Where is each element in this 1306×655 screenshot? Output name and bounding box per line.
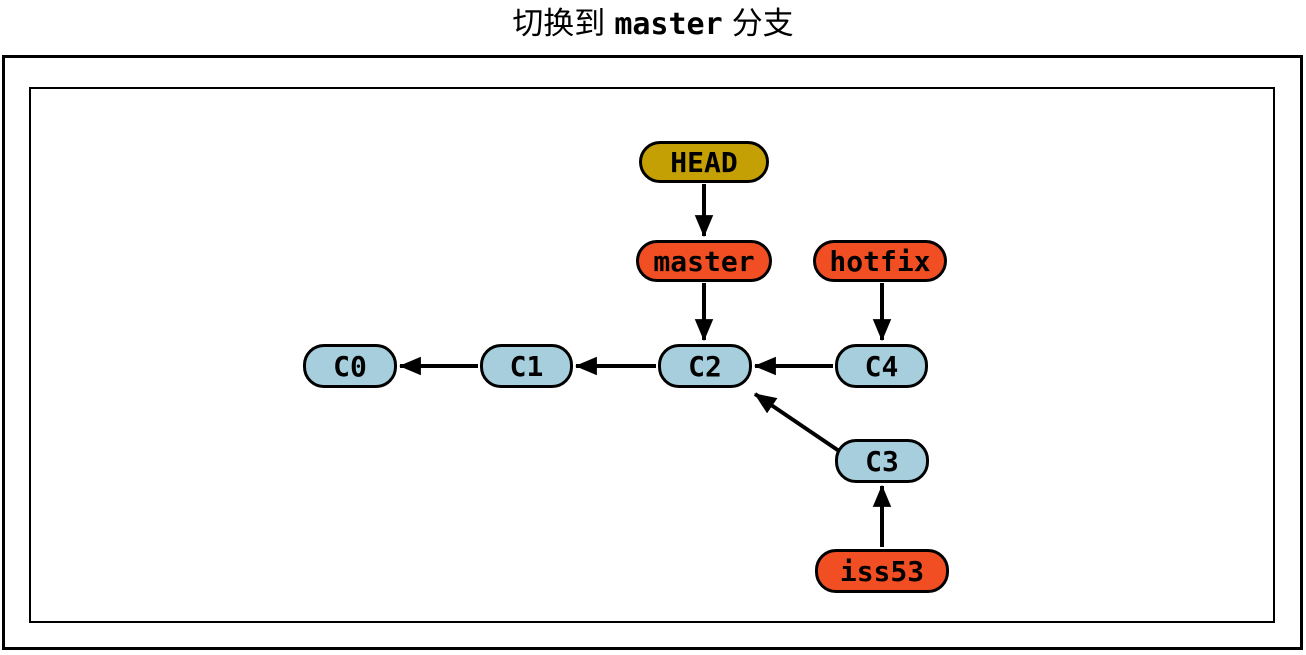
node-c3: C3 [835, 439, 929, 483]
node-c0-label: C0 [333, 349, 367, 383]
node-iss53: iss53 [815, 549, 949, 593]
node-head-label: HEAD [670, 145, 738, 179]
node-c4-label: C4 [864, 349, 899, 383]
node-c0: C0 [303, 344, 397, 388]
node-hotfix: hotfix [813, 240, 947, 282]
node-c3-label: C3 [865, 444, 899, 478]
node-c1: C1 [480, 344, 573, 388]
node-master-label: master [653, 244, 755, 278]
figure-title-prefix: 切换到 [512, 6, 606, 42]
node-c4: C4 [835, 344, 928, 388]
node-master: master [636, 240, 772, 282]
node-c2: C2 [658, 344, 752, 388]
node-hotfix-label: hotfix [829, 244, 931, 278]
node-c1-label: C1 [509, 349, 544, 383]
node-iss53-label: iss53 [839, 554, 925, 588]
edge-c3-to-c2 [753, 392, 844, 455]
figure-title-suffix: 分支 [731, 6, 794, 42]
node-head: HEAD [639, 141, 769, 183]
figure-title-code: master [614, 7, 723, 42]
node-c2-label: C2 [688, 349, 722, 383]
